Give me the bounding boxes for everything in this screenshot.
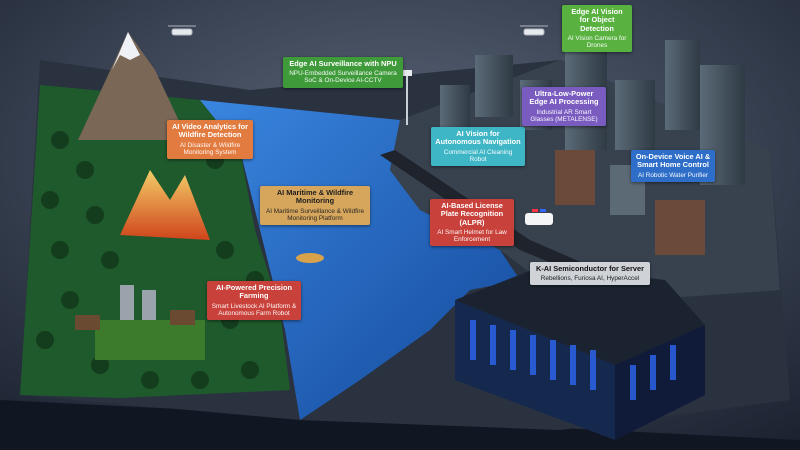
label-precision-farming: AI-Powered Precision Farming Smart Lives… — [207, 281, 301, 320]
label-voice-ai: On-Device Voice AI & Smart Home Control … — [631, 150, 715, 182]
label-semiconductor-server: K-AI Semiconductor for Server Rebellions… — [530, 262, 650, 286]
label-maritime-wildfire: AI Maritime & Wildfire Monitoring AI Mar… — [260, 186, 370, 225]
wildfire — [120, 170, 210, 240]
label-title: AI-Powered Precision Farming — [216, 283, 292, 301]
server-side — [615, 325, 705, 440]
barn — [75, 315, 100, 330]
label-title: AI-Based License Plate Recognition (ALPR… — [440, 201, 504, 227]
label-title: Edge AI Vision for Object Detection — [571, 7, 623, 33]
farm-field — [95, 320, 205, 360]
label-title: AI Video Analytics for Wildfire Detectio… — [172, 122, 248, 140]
label-subtitle: Industrial AR Smart Glasses (METALENSE) — [530, 108, 598, 123]
label-subtitle: Commercial AI Cleaning Robot — [443, 148, 513, 163]
label-autonomous-navigation: AI Vision for Autonomous Navigation Comm… — [431, 127, 525, 166]
server-lights — [470, 320, 676, 400]
mountain — [78, 32, 188, 140]
label-title: K-AI Semiconductor for Server — [535, 264, 644, 273]
label-subtitle: Rebellions, Furiosa AI, HyperAccel — [540, 275, 640, 283]
label-subtitle: AI Disaster & Wildfire Monitoring System — [179, 141, 241, 156]
label-license-plate: AI-Based License Plate Recognition (ALPR… — [430, 199, 514, 247]
server-top — [455, 265, 705, 365]
label-title: Edge AI Surveillance with NPU — [289, 59, 397, 68]
barn — [170, 310, 195, 325]
buoy-icon — [296, 253, 324, 263]
label-subtitle: Smart Livestock AI Platform & Autonomous… — [211, 302, 297, 317]
drone-icon — [168, 25, 196, 36]
label-title: AI Maritime & Wildfire Monitoring — [276, 188, 354, 206]
label-title: On-Device Voice AI & Smart Home Control — [635, 152, 711, 170]
label-subtitle: NPU-Embedded Surveillance Camera SoC & O… — [289, 70, 397, 85]
silo — [142, 290, 156, 320]
label-subtitle: AI Robotic Water Purifier — [637, 171, 709, 179]
label-subtitle: AI Smart Helmet for Law Enforcement — [437, 228, 507, 244]
water-bay — [200, 100, 520, 420]
label-edge-ai-surveillance: Edge AI Surveillance with NPU NPU-Embedd… — [283, 57, 403, 88]
label-ultra-low-power: Ultra-Low-Power Edge AI Processing Indus… — [522, 87, 606, 126]
label-wildfire-detection: AI Video Analytics for Wildfire Detectio… — [167, 120, 253, 159]
buildings — [440, 40, 745, 255]
label-subtitle: AI Vision Camera for Drones — [567, 34, 627, 50]
drone-icon — [520, 25, 548, 36]
police-car-icon — [525, 213, 553, 225]
label-subtitle: AI Maritime Surveillance & Wildfire Moni… — [265, 207, 365, 222]
label-title: AI Vision for Autonomous Navigation — [435, 129, 521, 147]
platform-base — [0, 400, 800, 450]
label-title: Ultra-Low-Power Edge AI Processing — [529, 89, 599, 107]
silo — [120, 285, 134, 320]
label-object-detection: Edge AI Vision for Object Detection AI V… — [562, 5, 632, 53]
